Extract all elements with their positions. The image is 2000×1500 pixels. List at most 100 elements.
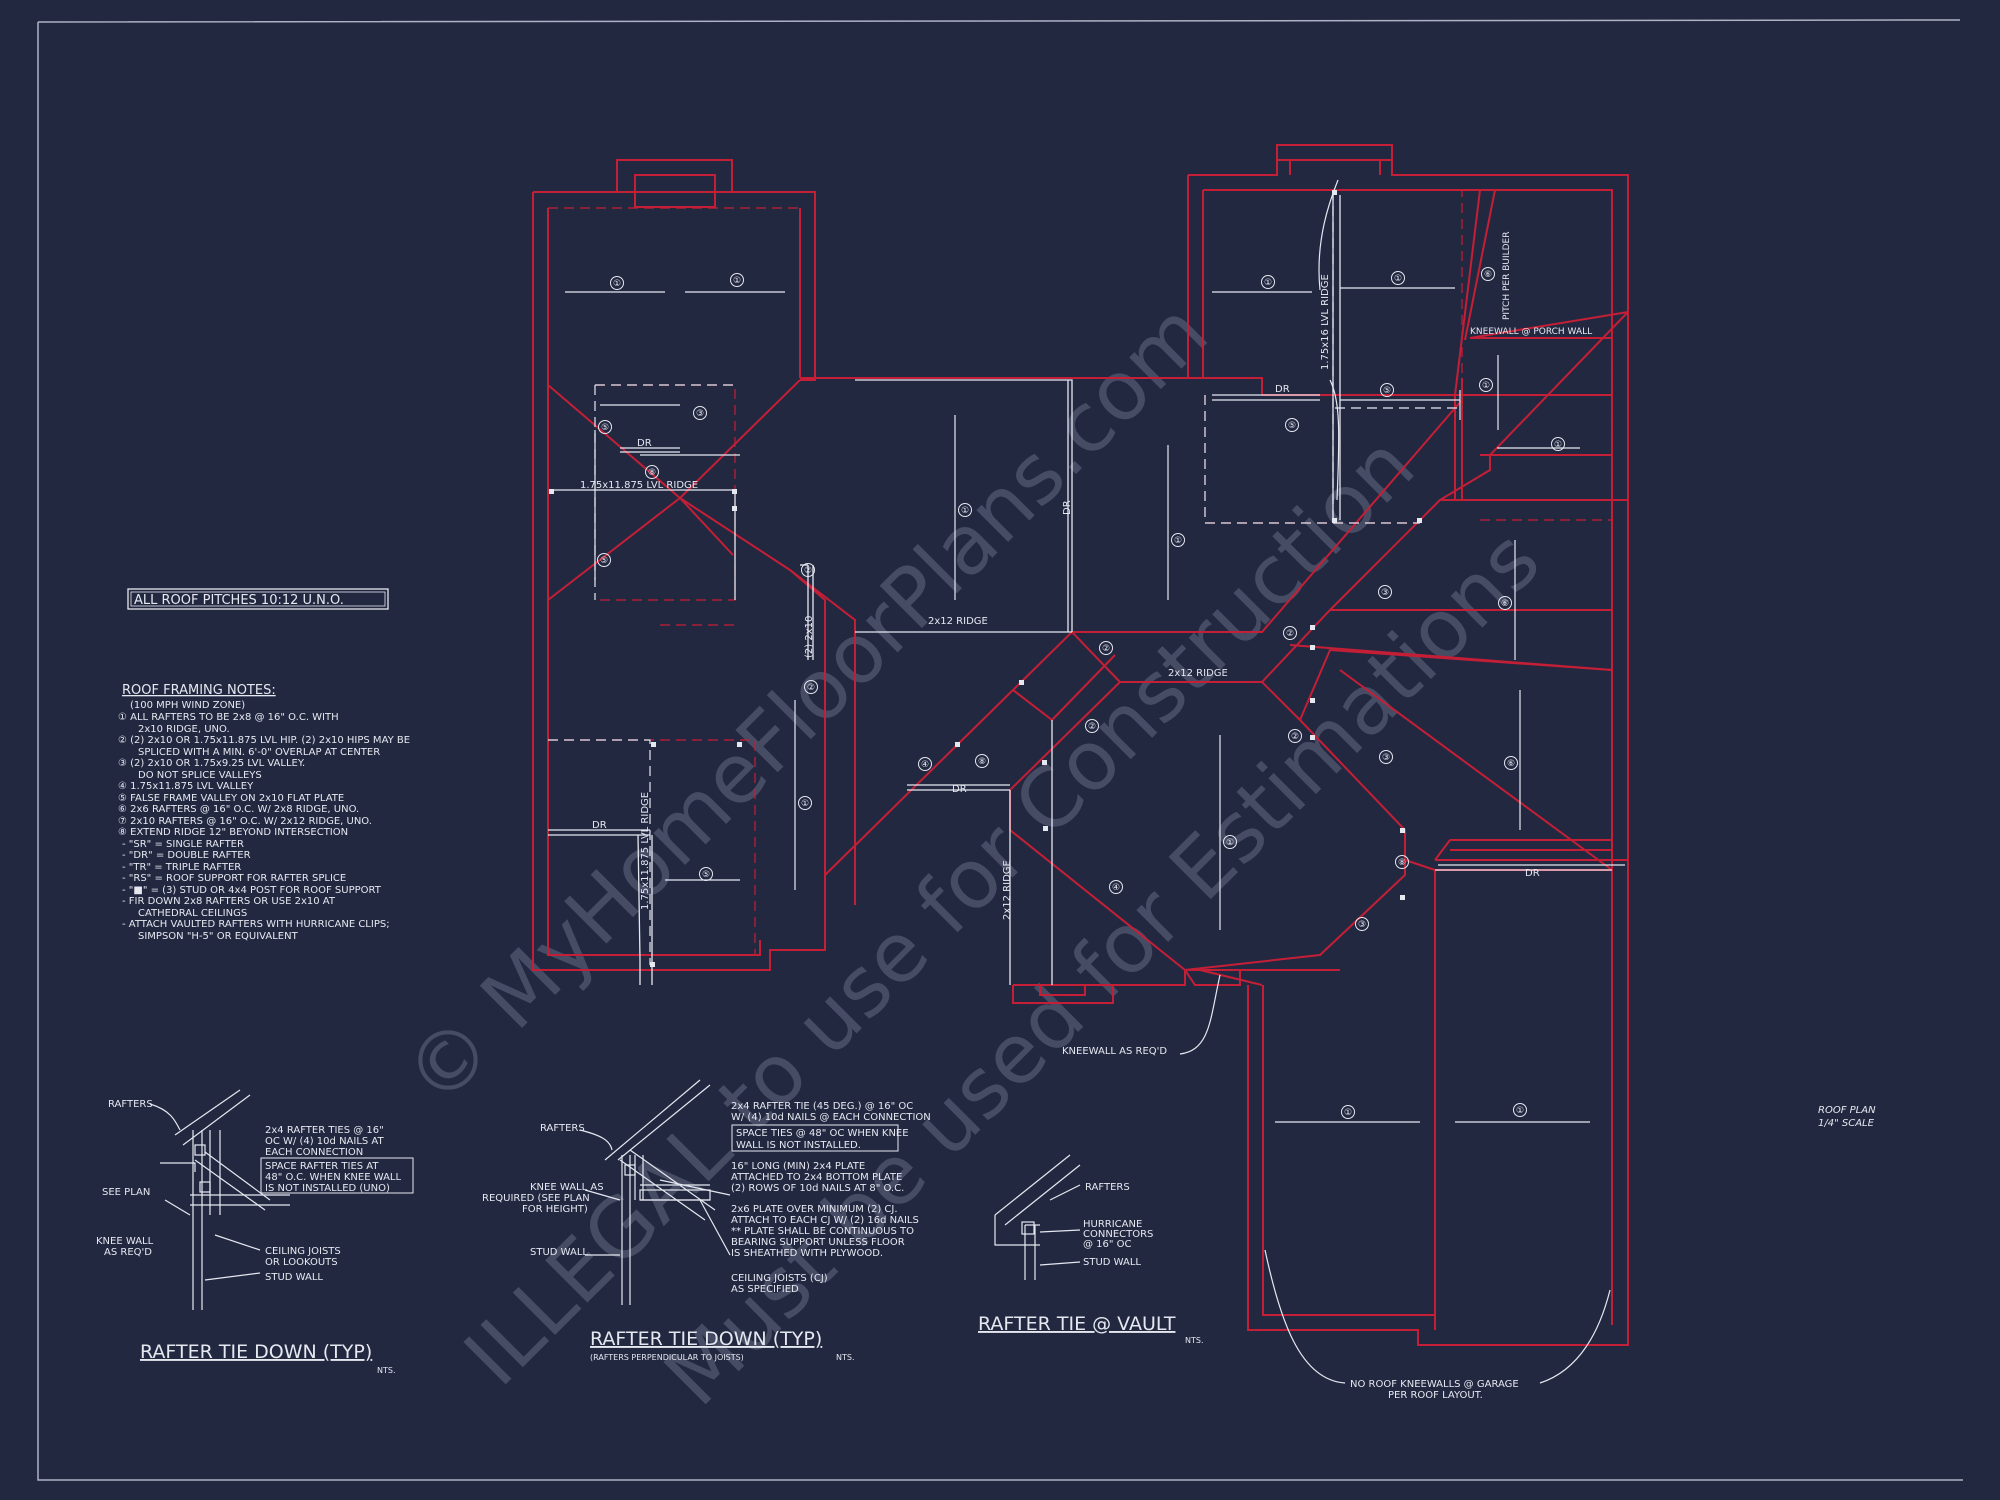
ridge-label-1: 2x12 RIDGE — [928, 616, 988, 627]
svg-text:①: ① — [1394, 274, 1402, 284]
detail1-tie-3: EACH CONNECTION — [265, 1147, 363, 1158]
garage-note-1: NO ROOF KNEEWALLS @ GARAGE — [1350, 1379, 1519, 1390]
joist-label: (2) 2x10 — [804, 616, 815, 658]
detail-rafter-tie-down-1: RAFTERS SEE PLAN KNEE WALL AS REQ'D 2x4 … — [96, 1089, 414, 1375]
svg-text:②: ② — [1102, 644, 1110, 654]
svg-text:② (2) 2x10 OR 1.75x11.875 LVL: ② (2) 2x10 OR 1.75x11.875 LVL HIP. (2) 2… — [118, 735, 410, 746]
ridge-label-3: 2x12 RIDGE — [1002, 860, 1013, 920]
detail1-title: RAFTER TIE DOWN (TYP) — [140, 1341, 372, 1363]
pitch-builder-label: PITCH PER BUILDER — [1502, 232, 1512, 321]
detail1-cj-1: CEILING JOISTS — [265, 1246, 341, 1257]
svg-text:②: ② — [1088, 722, 1096, 732]
svg-text:⑦ 2x10 RAFTERS @ 16" O.C. W/ 2: ⑦ 2x10 RAFTERS @ 16" O.C. W/ 2x12 RIDGE,… — [118, 816, 372, 827]
svg-text:⑥: ⑥ — [1501, 599, 1509, 609]
svg-text:①: ① — [1554, 440, 1562, 450]
detail2-cj-1: CEILING JOISTS (CJ) — [731, 1273, 828, 1284]
svg-text:①: ① — [801, 799, 809, 809]
detail2-nts: NTS. — [836, 1353, 855, 1362]
svg-text:⑤ FALSE FRAME VALLEY ON 2x10 F: ⑤ FALSE FRAME VALLEY ON 2x10 FLAT PLATE — [118, 793, 344, 804]
dr-label-2: DR — [592, 820, 607, 831]
dr-label-3: DR — [1062, 500, 1073, 515]
svg-text:- "DR" = DOUBLE RAFTER: - "DR" = DOUBLE RAFTER — [122, 850, 251, 861]
detail3-hc-1: HURRICANE — [1083, 1219, 1142, 1230]
detail2-title: RAFTER TIE DOWN (TYP) — [590, 1328, 822, 1350]
kneewall-leader — [1179, 974, 1221, 1055]
svg-text:③: ③ — [696, 409, 704, 419]
pitch-note-box: ALL ROOF PITCHES 10:12 U.N.O. — [127, 588, 389, 610]
svg-text:⑧: ⑧ — [978, 757, 986, 767]
svg-text:⑤: ⑤ — [1288, 421, 1296, 431]
lvl-ridge-label-1: 1.75x11.875 LVL RIDGE — [580, 480, 698, 491]
svg-text:①: ① — [613, 279, 621, 289]
kneewall-porch-label: KNEEWALL @ PORCH WALL — [1470, 327, 1592, 337]
svg-text:①: ① — [961, 506, 969, 516]
svg-text:① ALL RAFTERS TO BE 2x8 @ 16": ① ALL RAFTERS TO BE 2x8 @ 16" O.C. WITH — [118, 712, 339, 723]
detail3-stud: STUD WALL — [1083, 1257, 1141, 1268]
svg-text:⑧ EXTEND RIDGE 12" BEYOND INTE: ⑧ EXTEND RIDGE 12" BEYOND INTERSECTION — [118, 827, 348, 838]
svg-text:⑤: ⑤ — [601, 423, 609, 433]
svg-text:- "TR" = TRIPLE RAFTER: - "TR" = TRIPLE RAFTER — [122, 862, 241, 873]
detail1-rafters: RAFTERS — [108, 1099, 153, 1110]
svg-text:①: ① — [1264, 278, 1272, 288]
svg-text:①: ① — [1344, 1108, 1352, 1118]
garage-note-2: PER ROOF LAYOUT. — [1388, 1390, 1483, 1401]
detail2-rafters: RAFTERS — [540, 1123, 585, 1134]
svg-text:④ 1.75x11.875 LVL VALLEY: ④ 1.75x11.875 LVL VALLEY — [118, 781, 254, 792]
dr-label-5: DR — [1275, 384, 1290, 395]
detail3-hc-3: @ 16" OC — [1083, 1239, 1132, 1250]
detail2-knee-2: REQUIRED (SEE PLAN — [482, 1193, 590, 1204]
svg-text:④: ④ — [1112, 883, 1120, 893]
detail2-tie-1: 2x4 RAFTER TIE (45 DEG.) @ 16" OC — [731, 1101, 913, 1112]
svg-text:- "SR" = SINGLE RAFTER: - "SR" = SINGLE RAFTER — [122, 839, 244, 850]
detail1-see-plan: SEE PLAN — [102, 1187, 150, 1198]
pitch-note: ALL ROOF PITCHES 10:12 U.N.O. — [134, 593, 344, 608]
svg-text:③: ③ — [1382, 753, 1390, 763]
dr-label-6: DR — [1525, 868, 1540, 879]
detail3-title: RAFTER TIE @ VAULT — [978, 1313, 1176, 1335]
lvl-ridge-label-3: 1.75x16 LVL RIDGE — [1320, 274, 1331, 370]
svg-text:⑤: ⑤ — [1383, 386, 1391, 396]
svg-text:①: ① — [1482, 381, 1490, 391]
roof-framing-notes: ROOF FRAMING NOTES: (100 MPH WIND ZONE) … — [118, 683, 410, 942]
detail2-plate-2: ATTACHED TO 2x4 BOTTOM PLATE — [731, 1172, 902, 1183]
dr-label-1: DR — [637, 438, 652, 449]
roof-outline — [532, 144, 1629, 1346]
detail2-p6-3: ** PLATE SHALL BE CONTINUOUS TO — [731, 1226, 914, 1237]
detail-rafter-tie-vault: RAFTERS HURRICANE CONNECTORS @ 16" OC ST… — [978, 1154, 1204, 1345]
detail2-tie-2: W/ (4) 10d NAILS @ EACH CONNECTION — [731, 1112, 931, 1123]
svg-text:2x10 RIDGE, UNO.: 2x10 RIDGE, UNO. — [138, 724, 230, 735]
svg-text:CATHEDRAL CEILINGS: CATHEDRAL CEILINGS — [138, 908, 247, 919]
svg-text:DO NOT SPLICE VALLEYS: DO NOT SPLICE VALLEYS — [138, 770, 262, 781]
garage-leader-right — [1539, 1289, 1611, 1384]
svg-text:⑥: ⑥ — [1507, 759, 1515, 769]
detail1-knee-1: KNEE WALL — [96, 1236, 154, 1247]
detail2-subtitle: (RAFTERS PERPENDICULAR TO JOISTS) — [590, 1353, 744, 1362]
detail2-p6-1: 2x6 PLATE OVER MINIMUM (2) CJ. — [731, 1204, 898, 1215]
detail2-box-2: WALL IS NOT INSTALLED. — [736, 1140, 861, 1151]
detail2-box-1: SPACE TIES @ 48" OC WHEN KNEE — [736, 1128, 909, 1139]
svg-text:SPLICED WITH A MIN. 6'-0" OVER: SPLICED WITH A MIN. 6'-0" OVERLAP AT CEN… — [138, 747, 380, 758]
svg-text:⑥: ⑥ — [1484, 270, 1492, 280]
svg-text:⑧: ⑧ — [1398, 858, 1406, 868]
detail1-tie-2: OC W/ (4) 10d NAILS AT — [265, 1136, 384, 1147]
svg-text:⑤: ⑤ — [600, 556, 608, 566]
svg-text:⑥ 2x6 RAFTERS @ 16" O.C. W/ 2x: ⑥ 2x6 RAFTERS @ 16" O.C. W/ 2x8 RIDGE, U… — [118, 804, 359, 815]
svg-text:①: ① — [1516, 1106, 1524, 1116]
detail2-knee-3: FOR HEIGHT) — [522, 1204, 588, 1215]
detail3-nts: NTS. — [1185, 1336, 1204, 1345]
detail3-hc-2: CONNECTORS — [1083, 1229, 1153, 1240]
scale-value: 1/4" SCALE — [1818, 1118, 1875, 1129]
detail2-plate-3: (2) ROWS OF 10d NAILS AT 8" O.C. — [731, 1183, 904, 1194]
svg-text:③: ③ — [1358, 920, 1366, 930]
detail1-nts: NTS. — [377, 1366, 396, 1375]
detail1-knee-2: AS REQ'D — [104, 1247, 152, 1258]
plan-labels: 1.75x11.875 LVL RIDGE 1.75x11.875 LVL RI… — [580, 232, 1592, 1402]
detail3-rafters: RAFTERS — [1085, 1182, 1130, 1193]
detail-rafter-tie-down-2: RAFTERS KNEE WALL AS REQUIRED (SEE PLAN … — [482, 1079, 931, 1362]
svg-text:- "■" = (3) STUD OR 4x4 POST F: - "■" = (3) STUD OR 4x4 POST FOR ROOF SU… — [122, 885, 382, 896]
garage-leader-left — [1264, 1249, 1346, 1384]
detail1-box-2: 48" O.C. WHEN KNEE WALL — [265, 1172, 401, 1183]
detail1-box-1: SPACE RAFTER TIES AT — [265, 1161, 379, 1172]
svg-text:②: ② — [804, 566, 812, 576]
